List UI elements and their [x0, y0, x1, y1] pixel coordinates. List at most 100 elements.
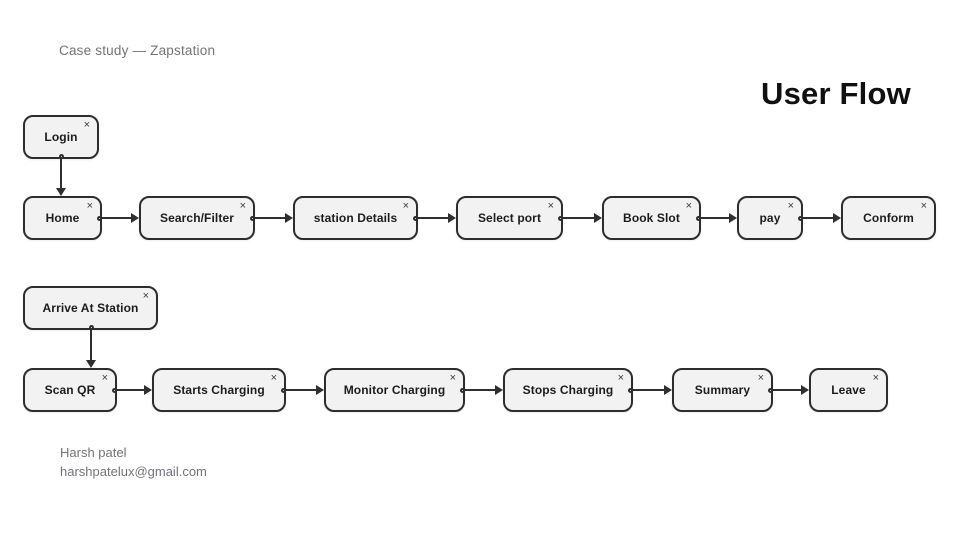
connector-start-dot — [97, 215, 102, 221]
author-name: Harsh patel — [60, 445, 127, 460]
close-icon[interactable]: × — [617, 372, 624, 384]
arrowhead-right-icon — [448, 213, 456, 223]
close-icon[interactable]: × — [239, 200, 246, 212]
connector-line — [418, 217, 448, 219]
node-label: Stops Charging — [522, 383, 614, 397]
close-icon[interactable]: × — [757, 372, 764, 384]
connector-start-dot — [558, 215, 563, 221]
close-icon[interactable]: × — [86, 200, 93, 212]
node-label: Book Slot — [623, 211, 680, 225]
connector-line — [90, 330, 92, 360]
node-conform[interactable]: × Conform — [841, 196, 936, 240]
node-label: Scan QR — [44, 383, 96, 397]
connector-line — [286, 389, 316, 391]
node-label: Select port — [477, 211, 542, 225]
close-icon[interactable]: × — [787, 200, 794, 212]
connector-line — [60, 159, 62, 188]
connector-login-home — [56, 154, 66, 196]
node-leave[interactable]: × Leave — [809, 368, 888, 412]
connector-line — [563, 217, 594, 219]
node-label: Search/Filter — [160, 211, 234, 225]
connector-start-dot — [88, 325, 94, 330]
connector-line — [117, 389, 144, 391]
arrowhead-down-icon — [86, 360, 96, 368]
close-icon[interactable]: × — [101, 372, 108, 384]
node-station-details[interactable]: × station Details — [293, 196, 418, 240]
close-icon[interactable]: × — [685, 200, 692, 212]
node-label: Home — [45, 211, 80, 225]
connector-scanqr-startscharging — [112, 385, 152, 395]
connector-monitorcharging-stopscharging — [460, 385, 503, 395]
connector-line — [102, 217, 131, 219]
node-book-slot[interactable]: × Book Slot — [602, 196, 701, 240]
arrowhead-down-icon — [56, 188, 66, 196]
connector-start-dot — [768, 387, 773, 393]
close-icon[interactable]: × — [547, 200, 554, 212]
arrowhead-right-icon — [285, 213, 293, 223]
author-info: Harsh patel harshpatelux@gmail.com — [60, 443, 207, 481]
node-label: Leave — [831, 383, 866, 397]
arrowhead-right-icon — [131, 213, 139, 223]
node-label: pay — [759, 211, 781, 225]
arrowhead-right-icon — [495, 385, 503, 395]
connector-searchfilter-stationdetails — [250, 213, 293, 223]
node-label: Monitor Charging — [343, 383, 446, 397]
connector-start-dot — [628, 387, 633, 393]
connector-start-dot — [58, 154, 64, 159]
node-monitor-charging[interactable]: × Monitor Charging — [324, 368, 465, 412]
node-label: Login — [44, 130, 78, 144]
connector-arrive-scanqr — [86, 325, 96, 368]
node-home[interactable]: × Home — [23, 196, 102, 240]
close-icon[interactable]: × — [83, 119, 90, 131]
connector-start-dot — [112, 387, 117, 393]
node-summary[interactable]: × Summary — [672, 368, 773, 412]
node-starts-charging[interactable]: × Starts Charging — [152, 368, 286, 412]
connector-start-dot — [696, 215, 701, 221]
connector-stationdetails-selectport — [413, 213, 456, 223]
node-select-port[interactable]: × Select port — [456, 196, 563, 240]
connector-line — [465, 389, 495, 391]
connector-summary-leave — [768, 385, 809, 395]
node-stops-charging[interactable]: × Stops Charging — [503, 368, 633, 412]
connector-line — [773, 389, 801, 391]
node-scan-qr[interactable]: × Scan QR — [23, 368, 117, 412]
connector-selectport-bookslot — [558, 213, 602, 223]
connector-start-dot — [281, 387, 286, 393]
node-label: Arrive At Station — [42, 301, 139, 315]
arrowhead-right-icon — [664, 385, 672, 395]
node-search-filter[interactable]: × Search/Filter — [139, 196, 255, 240]
arrowhead-right-icon — [144, 385, 152, 395]
node-label: station Details — [313, 211, 398, 225]
close-icon[interactable]: × — [402, 200, 409, 212]
close-icon[interactable]: × — [872, 372, 879, 384]
connector-start-dot — [460, 387, 465, 393]
close-icon[interactable]: × — [270, 372, 277, 384]
author-email: harshpatelux@gmail.com — [60, 464, 207, 479]
arrowhead-right-icon — [801, 385, 809, 395]
connector-start-dot — [413, 215, 418, 221]
arrowhead-right-icon — [316, 385, 324, 395]
connector-startscharging-monitorcharging — [281, 385, 324, 395]
arrowhead-right-icon — [594, 213, 602, 223]
connector-line — [701, 217, 729, 219]
arrowhead-right-icon — [729, 213, 737, 223]
connector-pay-conform — [798, 213, 841, 223]
connector-bookslot-pay — [696, 213, 737, 223]
node-arrive-at-station[interactable]: × Arrive At Station — [23, 286, 158, 330]
case-study-label: Case study — Zapstation — [59, 43, 216, 58]
close-icon[interactable]: × — [449, 372, 456, 384]
node-label: Starts Charging — [173, 383, 265, 397]
node-label: Conform — [863, 211, 914, 225]
connector-home-searchfilter — [97, 213, 139, 223]
arrowhead-right-icon — [833, 213, 841, 223]
connector-line — [255, 217, 285, 219]
connector-line — [803, 217, 833, 219]
node-login[interactable]: × Login — [23, 115, 99, 159]
connector-start-dot — [798, 215, 803, 221]
connector-line — [633, 389, 664, 391]
close-icon[interactable]: × — [920, 200, 927, 212]
node-pay[interactable]: × pay — [737, 196, 803, 240]
page-title: User Flow — [761, 76, 911, 111]
close-icon[interactable]: × — [142, 290, 149, 302]
